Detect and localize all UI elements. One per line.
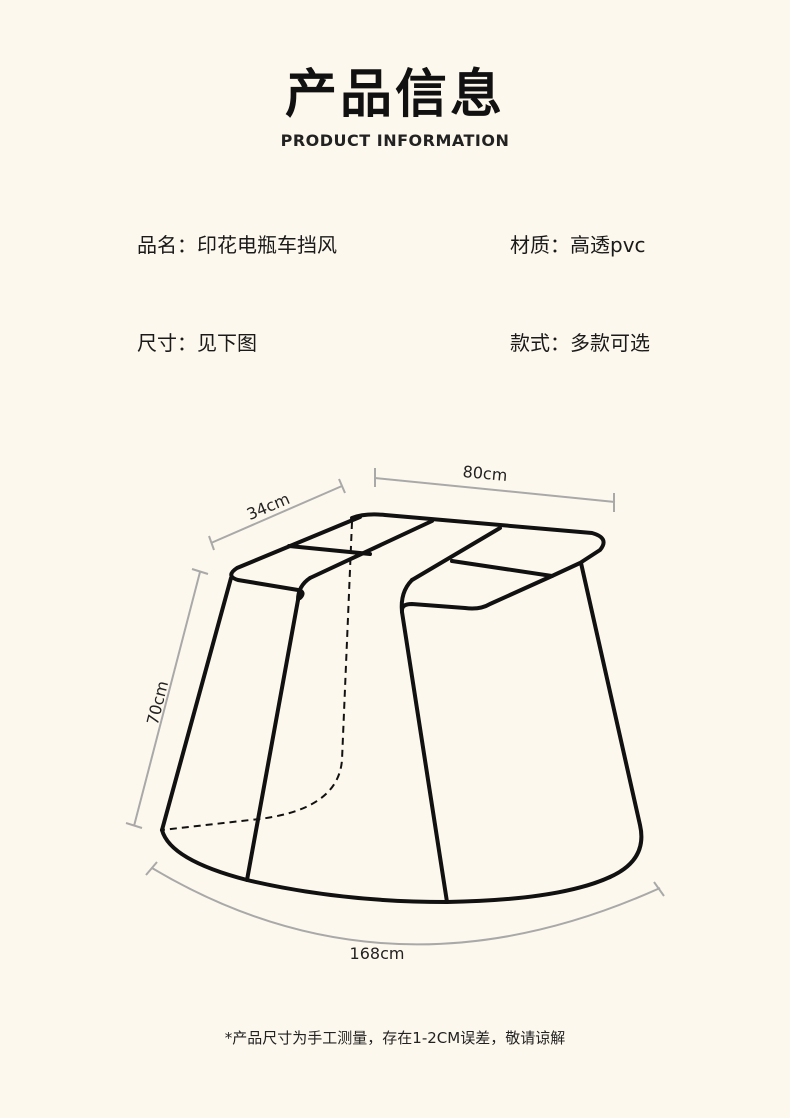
page-title: 产品信息 [284, 65, 505, 125]
style-label: 款式： [510, 331, 570, 355]
size-label: 尺寸： [137, 331, 197, 355]
width-dimension-line [374, 477, 616, 503]
depth-dimension-line [210, 485, 343, 544]
height-dimension-line [133, 571, 201, 827]
hidden-edges [161, 521, 353, 831]
product-name-label: 品名： [137, 233, 197, 257]
material-value: 高透pvc [570, 233, 646, 257]
height-label: 70cm [143, 679, 172, 727]
measurement-note: *产品尺寸为手工测量，存在1-2CM误差，敬请谅解 [224, 1029, 566, 1047]
width-label: 80cm [462, 462, 508, 485]
dimension-lines [125, 468, 665, 946]
windshield-outline [160, 512, 644, 904]
style-value: 多款可选 [570, 331, 650, 355]
product-name-row: 品名：印花电瓶车挡风 [137, 229, 337, 258]
size-row: 尺寸：见下图 [137, 327, 257, 356]
circumference-label: 168cm [350, 944, 405, 963]
circumference-dimension-line [151, 867, 661, 946]
material-row: 材质：高透pvc [510, 229, 646, 258]
material-label: 材质： [510, 233, 570, 257]
product-name-value: 印花电瓶车挡风 [197, 233, 337, 257]
style-row: 款式：多款可选 [510, 327, 650, 356]
size-value: 见下图 [197, 331, 257, 355]
page-subtitle: PRODUCT INFORMATION [280, 131, 510, 150]
